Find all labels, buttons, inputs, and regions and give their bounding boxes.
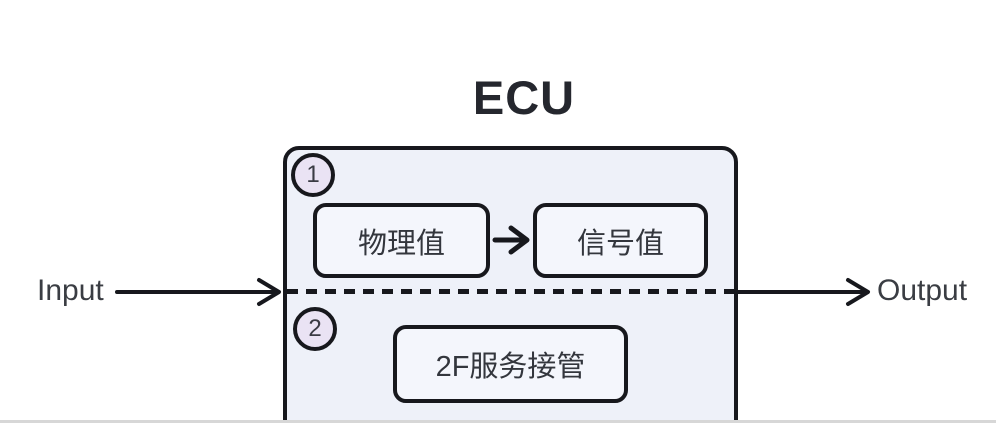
output-label: Output [877,274,968,307]
signal-value-label: 信号值 [576,227,664,260]
bottom-crop-strip [0,420,996,423]
step-1-badge: 1 [291,153,335,197]
input-arrow-icon [115,278,281,306]
step-2-badge: 2 [293,307,337,351]
diagram-title: ECU [472,71,576,124]
takeover-service-box: 2F服务接管 [393,325,628,403]
takeover-service-label: 2F服务接管 [435,351,586,383]
boundary-dashed-line [287,289,735,294]
physical-value-box: 物理值 [313,203,490,278]
output-arrow-icon [735,278,870,306]
input-label: Input [37,274,104,307]
physical-to-signal-arrow-icon [492,225,530,255]
signal-value-box: 信号值 [533,203,708,278]
physical-value-label: 物理值 [357,227,445,260]
